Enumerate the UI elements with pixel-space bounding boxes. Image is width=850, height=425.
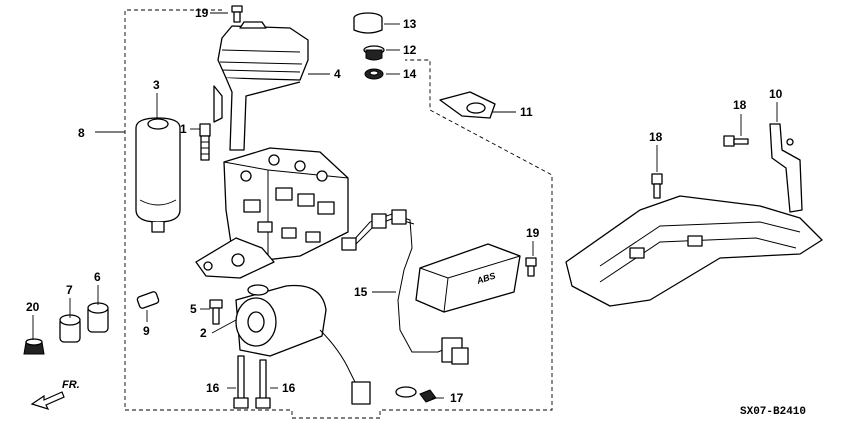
callout-8: 8 (78, 126, 85, 140)
collar-9 (136, 291, 160, 309)
leader-lines (32, 12, 778, 399)
callout-7: 7 (66, 283, 73, 297)
callout-16b: 16 (282, 381, 296, 395)
mount-rubber-6 (87, 302, 109, 333)
direction-label: FR. (62, 379, 80, 391)
clip-17 (395, 386, 437, 403)
nut-20 (23, 338, 45, 355)
bleeder-screw (199, 123, 211, 161)
callout-1: 1 (180, 122, 187, 136)
accumulator (135, 117, 181, 233)
reservoir-seal (364, 68, 384, 80)
bolt-18b (651, 173, 663, 199)
callout-6: 6 (94, 270, 101, 284)
reservoir-grommet (363, 45, 385, 61)
modulator-reservoir (213, 21, 309, 151)
assembly-boundary (95, 9, 553, 419)
mount-rubber-7 (59, 314, 81, 343)
callout-4: 4 (334, 67, 341, 81)
bolt-16b (255, 359, 271, 409)
callout-12: 12 (403, 43, 417, 57)
abs-modulator (195, 147, 349, 279)
callout-9: 9 (143, 324, 150, 338)
callout-15: 15 (354, 285, 368, 299)
callout-3: 3 (153, 78, 160, 92)
mounting-bracket (565, 123, 823, 307)
pump-motor (235, 284, 371, 405)
callout-labels: 19 13 12 14 4 11 3 1 8 10 18 18 19 15 5 … (26, 6, 783, 405)
callout-5: 5 (190, 302, 197, 316)
reservoir-cap (353, 12, 383, 34)
bolt-5 (209, 299, 223, 325)
callout-17: 17 (450, 391, 464, 405)
callout-16a: 16 (206, 381, 220, 395)
diagram-code: SX07-B2410 (740, 406, 806, 418)
callout-14: 14 (403, 67, 417, 81)
arrow-left-icon (30, 391, 65, 410)
callout-11: 11 (520, 105, 533, 119)
callout-18b: 18 (649, 130, 663, 144)
callout-10: 10 (769, 87, 783, 101)
bolt-19b (525, 257, 537, 277)
callout-18a: 18 (733, 98, 747, 112)
callout-19a: 19 (195, 6, 209, 20)
wire-harness (341, 209, 469, 365)
callout-19b: 19 (526, 226, 540, 240)
abs-control-unit: ABS (415, 243, 521, 313)
callout-13: 13 (403, 17, 417, 31)
front-direction-indicator: FR. (30, 379, 80, 410)
bolt-19a (231, 5, 243, 23)
callout-20: 20 (26, 300, 40, 314)
bracket (439, 91, 496, 119)
bolt-18a (723, 135, 749, 147)
callout-2: 2 (200, 326, 207, 340)
bolt-16a (233, 355, 249, 409)
